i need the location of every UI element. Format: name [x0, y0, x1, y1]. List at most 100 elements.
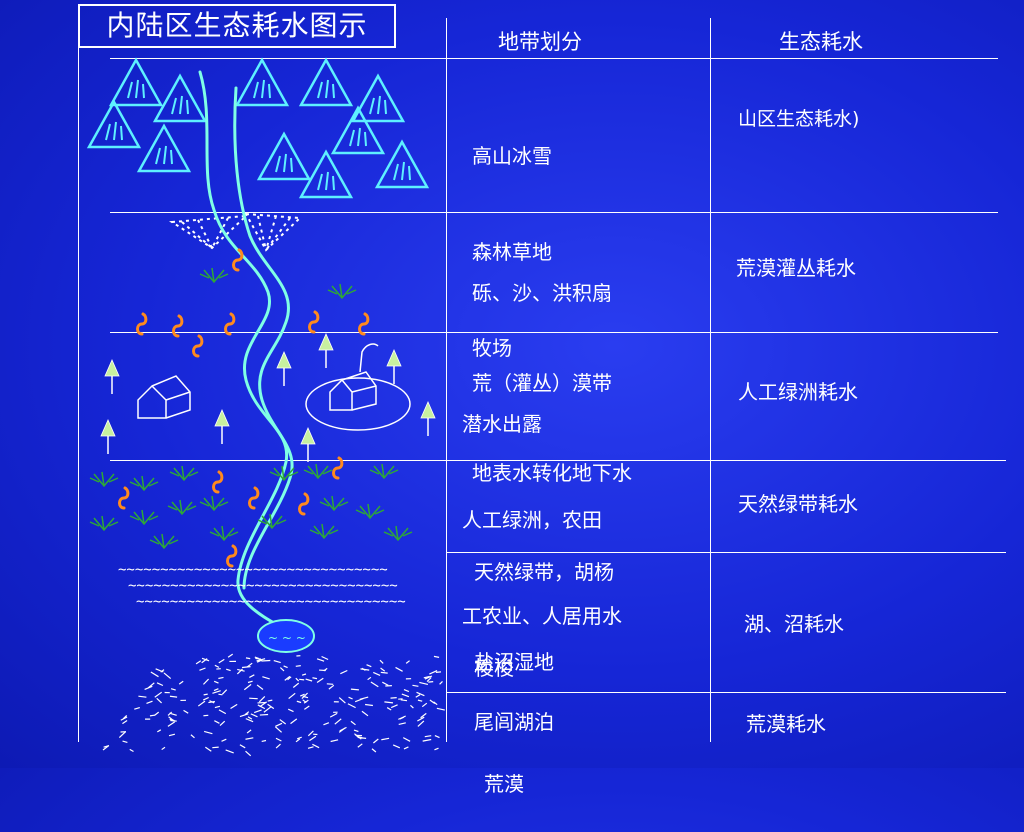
- zone-line: 荒漠: [484, 768, 524, 800]
- grass-icon: [200, 496, 228, 510]
- desert-dash: [329, 685, 334, 689]
- grass-icon: [328, 284, 356, 298]
- desert-dash: [146, 701, 152, 703]
- desert-dash: [335, 719, 341, 724]
- desert-dash: [291, 719, 297, 724]
- desert-dash: [249, 675, 254, 678]
- tree-icon: [387, 350, 401, 384]
- desert-dash: [349, 697, 353, 699]
- desert-dash: [401, 700, 407, 701]
- desert-dash: [226, 750, 234, 753]
- desert-dash: [317, 678, 323, 682]
- desert-dash: [306, 679, 312, 681]
- desert-dash: [331, 740, 338, 742]
- mountain-icon: [139, 126, 189, 171]
- desert-dash: [404, 747, 408, 749]
- desert-dash: [123, 741, 128, 742]
- desert-dash: [247, 730, 251, 733]
- desert-dash: [434, 748, 438, 750]
- wave-line: ~~~~~~~~~~~~~~~~~~~~~~~~~~~~~~~~: [136, 594, 406, 610]
- desert-dash: [196, 661, 201, 664]
- mountain-icon: [377, 142, 427, 187]
- desert-dash: [403, 738, 410, 742]
- tree-icon: [301, 428, 315, 462]
- desert-dash: [184, 710, 189, 713]
- desert-dash: [422, 703, 427, 706]
- desert-dash: [255, 657, 259, 658]
- desert-dash: [330, 713, 337, 717]
- desert-dash: [220, 721, 225, 725]
- desert-dash: [437, 708, 445, 710]
- desert-dash: [293, 683, 298, 687]
- desert-dash: [199, 668, 205, 670]
- desert-dash: [308, 747, 313, 749]
- desert-dash: [406, 661, 409, 664]
- desert-dash: [150, 715, 155, 716]
- alluvial-fan-icon: [172, 216, 246, 248]
- desert-dash: [280, 668, 284, 671]
- desert-dash: [215, 706, 220, 707]
- desert-dash: [191, 735, 195, 738]
- shrub-icon: [194, 336, 202, 356]
- desert-dash: [304, 706, 309, 709]
- desert-dash: [368, 677, 371, 679]
- desert-dash: [323, 723, 328, 725]
- desert-dash: [418, 721, 424, 727]
- desert-dash: [381, 672, 388, 673]
- desert-dash: [219, 710, 226, 714]
- desert-dash: [393, 745, 400, 748]
- wave-line: ~~~~~~~~~~~~~~~~~~~~~~~~~~~~~~~~: [118, 562, 388, 578]
- shrub-icon: [120, 488, 128, 508]
- desert-dash: [262, 741, 266, 742]
- desert-dash: [339, 698, 345, 704]
- desert-dash: [289, 693, 296, 698]
- desert-dash: [275, 727, 281, 733]
- desert-dash: [138, 696, 146, 697]
- desert-dash: [151, 672, 159, 677]
- desert-dash: [391, 698, 397, 699]
- shrub-icon: [250, 488, 258, 508]
- desert-dash: [170, 696, 177, 697]
- desert-dash: [434, 656, 439, 657]
- desert-dash: [154, 712, 158, 715]
- chimney-icon: [360, 344, 378, 372]
- desert-dash: [381, 668, 385, 671]
- desert-dash: [372, 749, 376, 752]
- desert-dash: [399, 723, 406, 725]
- desert-dash: [240, 714, 248, 717]
- grass-icon: [304, 464, 332, 478]
- desert-dash: [203, 698, 209, 701]
- landscape-illustration: ~ ~ ~ ~~~~~~~~~~~~~~~~~~~~~~~~~~~~~~~~~~…: [0, 0, 1024, 768]
- desert-dash: [428, 682, 433, 683]
- grass-icon: [130, 476, 158, 490]
- oasis-house-icons: [138, 344, 410, 430]
- shrub-icon: [300, 494, 308, 514]
- desert-dash: [410, 705, 413, 708]
- desert-dash: [262, 677, 269, 679]
- desert-dash: [373, 672, 380, 675]
- desert-dash: [198, 701, 205, 706]
- desert-dash: [382, 682, 388, 685]
- desert-dash: [145, 686, 153, 689]
- desert-dash: [228, 654, 233, 657]
- wetland-wave-lines: ~~~~~~~~~~~~~~~~~~~~~~~~~~~~~~~~ ~~~~~~~~…: [118, 562, 406, 610]
- desert-dash: [222, 739, 227, 741]
- desert-dash: [387, 708, 391, 710]
- desert-dashes: [103, 654, 445, 756]
- desert-dash: [219, 659, 225, 662]
- desert-dash: [288, 709, 293, 711]
- desert-dash: [179, 681, 183, 684]
- desert-dash: [284, 666, 288, 668]
- desert-dash: [204, 731, 212, 733]
- grass-icon: [168, 500, 196, 514]
- grass-icon: [310, 524, 338, 538]
- grass-icon: [90, 472, 118, 486]
- mountain-icons: [89, 60, 427, 197]
- desert-dash: [296, 666, 301, 667]
- desert-dash: [354, 730, 358, 731]
- shrub-icon: [360, 314, 368, 334]
- desert-dash: [322, 656, 329, 659]
- desert-dash: [380, 660, 383, 663]
- desert-dash: [308, 731, 313, 736]
- shrub-icon: [214, 472, 222, 492]
